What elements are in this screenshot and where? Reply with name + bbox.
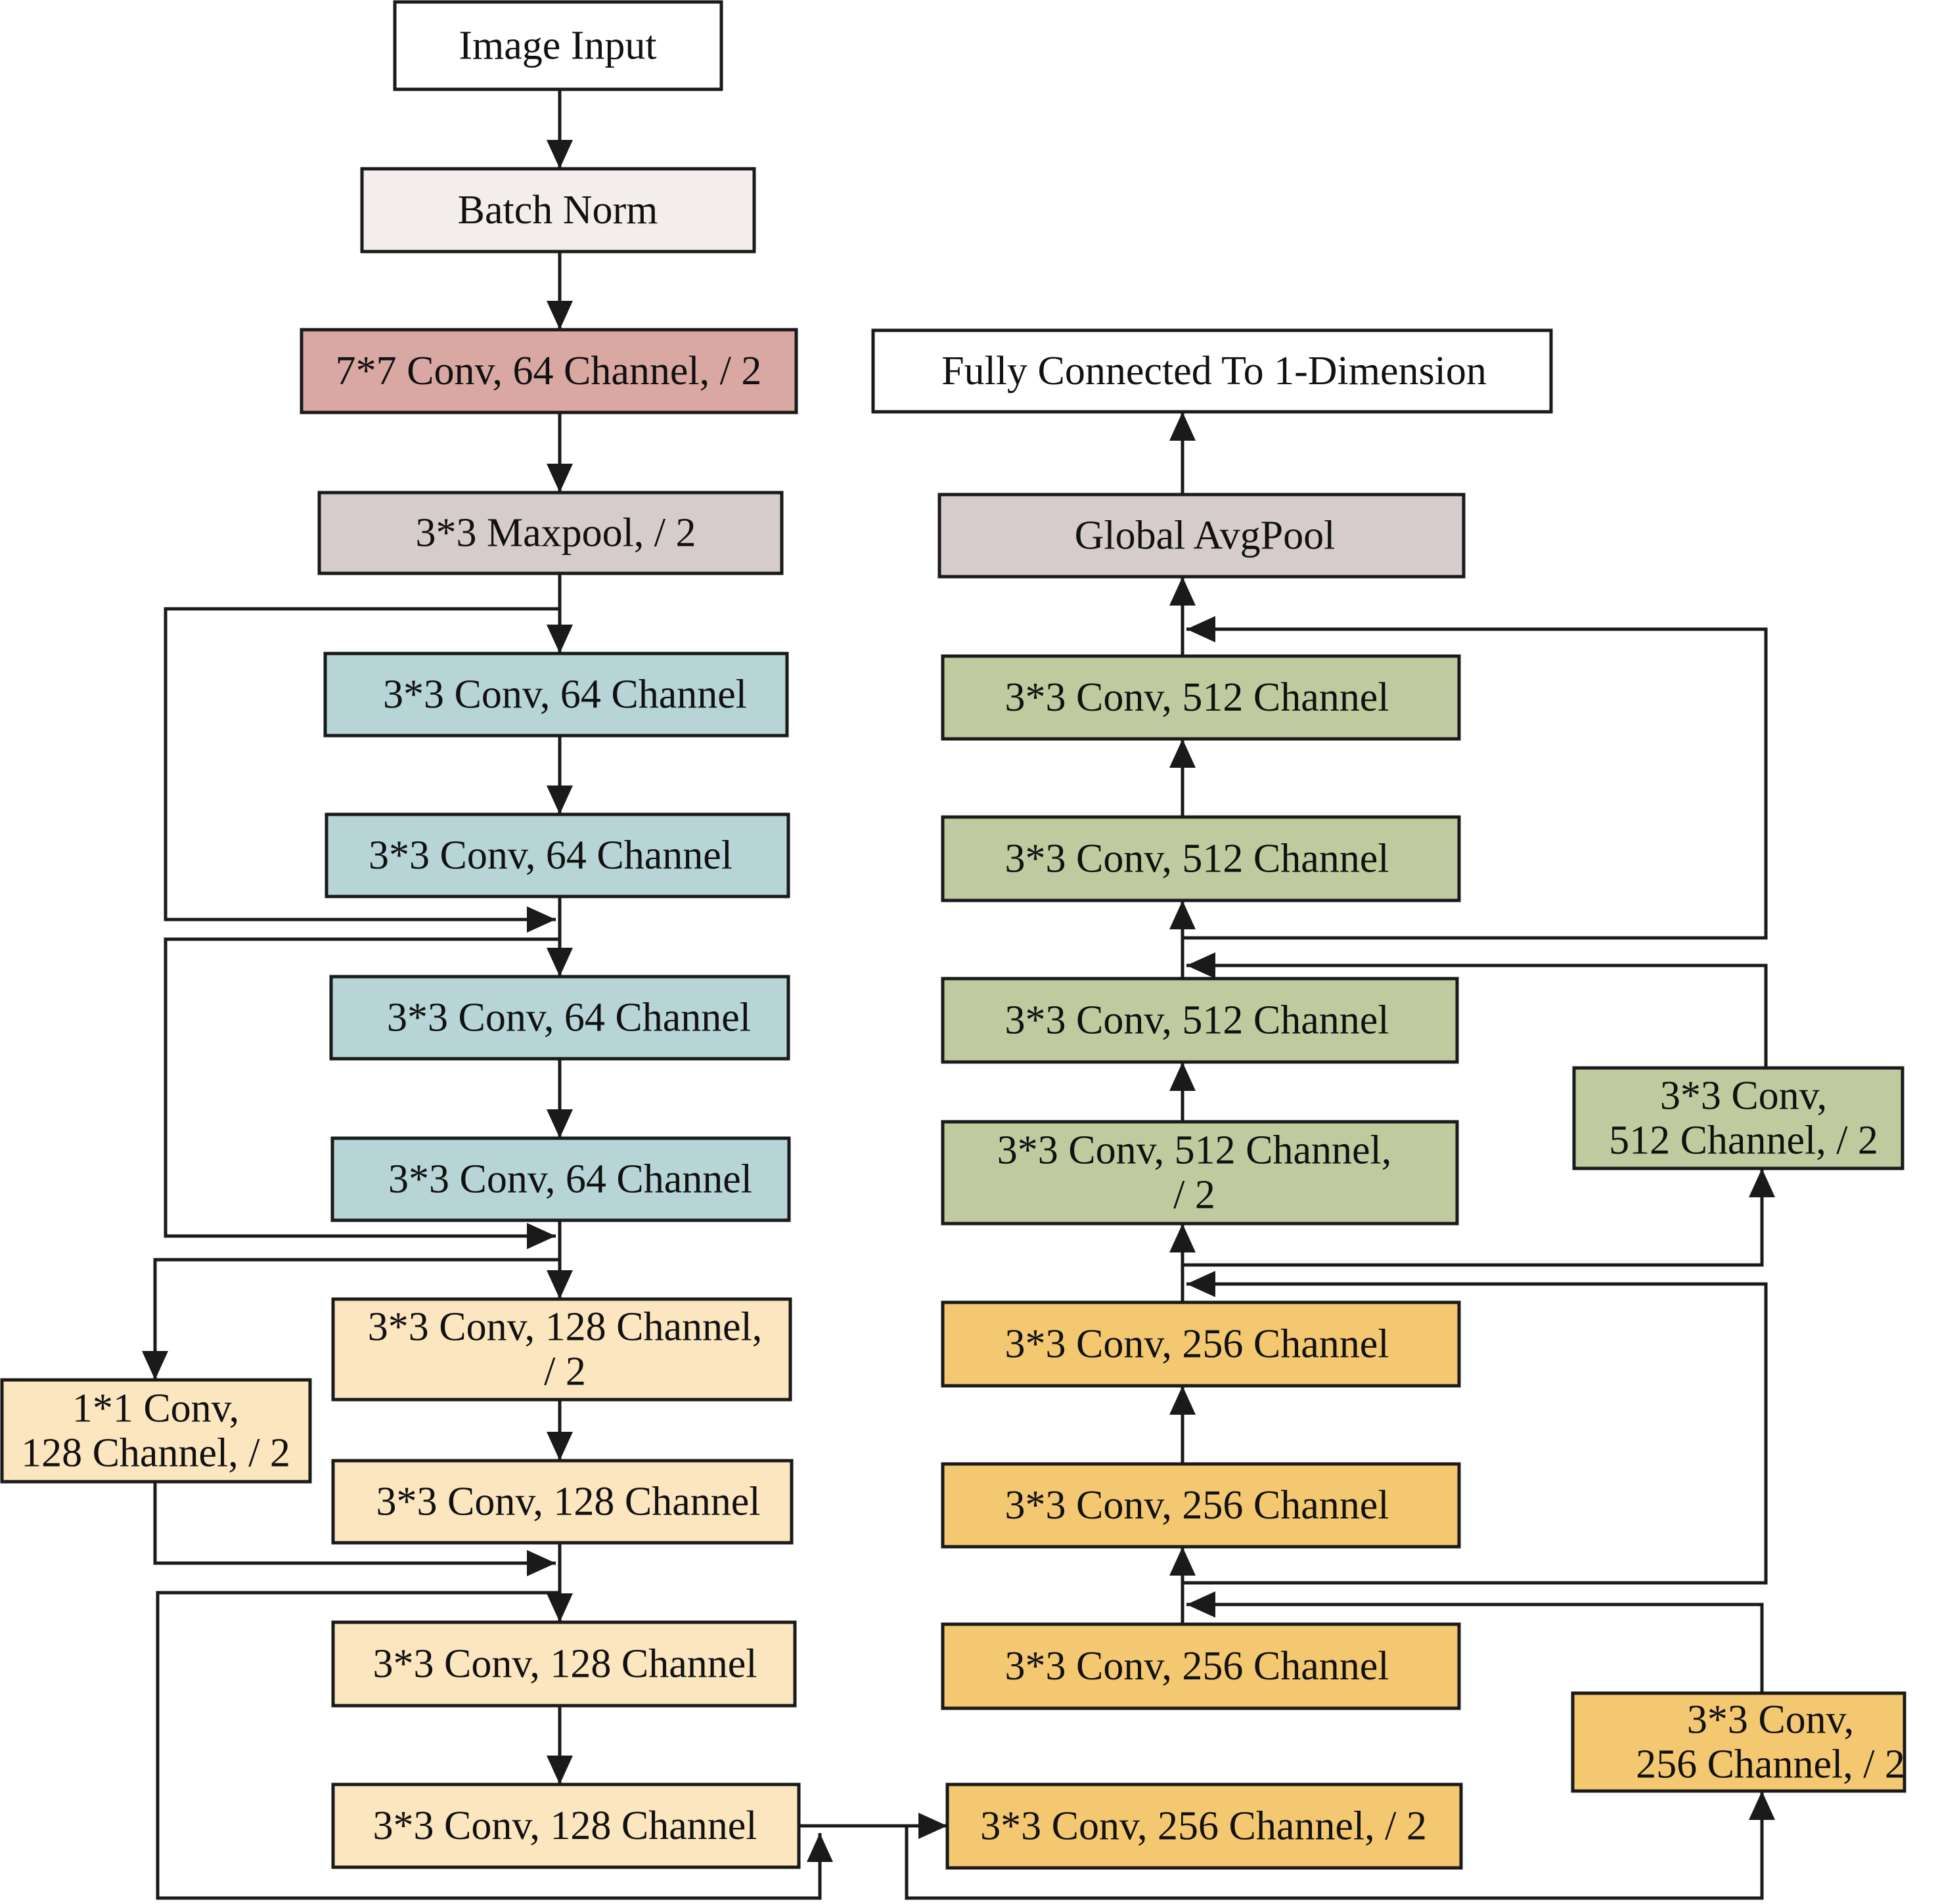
conv512-2-box: [941, 977, 1459, 1064]
maxpool-node: 3*3 Maxpool, / 2: [317, 491, 784, 575]
image-input-node: Image Input: [393, 0, 723, 91]
conv256-4-node: 3*3 Conv, 256 Channel: [941, 1300, 1461, 1388]
conv256-down-label-line-1: 3*3 Conv, 256 Channel, / 2: [980, 1804, 1427, 1849]
conv256-4-box: [941, 1300, 1461, 1388]
fully-connected-node: Fully Connected To 1-Dimension: [871, 328, 1553, 414]
conv256-3-node: 3*3 Conv, 256 Channel: [941, 1462, 1461, 1549]
skip-conv512-block-2: [1181, 616, 1768, 979]
conv128-4-label-line-1: 3*3 Conv, 128 Channel: [373, 1804, 757, 1848]
conv64-1-label-line-1: 3*3 Conv, 64 Channel: [383, 673, 747, 717]
conv256-2-box: [941, 1622, 1461, 1710]
skip-conv128-block-2: [156, 1591, 833, 1900]
batch-norm-node: Batch Norm: [360, 167, 756, 254]
conv256-3-label-line-1: 3*3 Conv, 256 Channel: [1005, 1483, 1389, 1528]
conv64-3-node: 3*3 Conv, 64 Channel: [329, 975, 790, 1061]
shortcut256-label-line-1: 3*3 Conv,: [1687, 1698, 1854, 1742]
conv256-4-label-line-1: 3*3 Conv, 256 Channel: [1005, 1322, 1389, 1367]
shortcut512-label-line-2: 512 Channel, / 2: [1609, 1118, 1878, 1163]
conv256-2-node: 3*3 Conv, 256 Channel: [941, 1622, 1461, 1710]
arrow-shortcut512-to-merge: [1186, 952, 1768, 1068]
conv256-down-box: [945, 1782, 1463, 1870]
batch-norm-label-line-1: Batch Norm: [458, 188, 658, 232]
arrow-shortcut256-to-merge: [1186, 1591, 1764, 1693]
conv7x7-box: [300, 328, 798, 414]
conv512-2-node: 3*3 Conv, 512 Channel: [941, 977, 1459, 1064]
image-input-label-line-1: Image Input: [459, 24, 656, 68]
conv64-4-node: 3*3 Conv, 64 Channel: [330, 1136, 791, 1222]
conv64-1-box: [323, 652, 789, 738]
conv512-2-label-line-1: 3*3 Conv, 512 Channel: [1005, 998, 1389, 1043]
conv128-down-label-line-2: / 2: [544, 1350, 586, 1394]
conv128-2-node: 3*3 Conv, 128 Channel: [331, 1459, 794, 1545]
conv64-3-box: [329, 975, 790, 1061]
conv512-3-box: [941, 815, 1461, 902]
conv128-down-node: 3*3 Conv, 128 Channel,/ 2: [331, 1297, 792, 1402]
conv512-down-box: [941, 1120, 1459, 1226]
conv128-4-box: [331, 1782, 801, 1869]
conv64-4-box: [330, 1136, 791, 1222]
skip-conv256-block-2: [1181, 1271, 1768, 1622]
conv64-1-node: 3*3 Conv, 64 Channel: [323, 652, 789, 738]
conv7x7-node: 7*7 Conv, 64 Channel, / 2: [300, 328, 798, 414]
conv64-2-label-line-1: 3*3 Conv, 64 Channel: [369, 833, 732, 878]
shortcut128-label-line-1: 1*1 Conv,: [72, 1386, 239, 1431]
conv512-down-label-line-2: / 2: [1173, 1173, 1215, 1218]
conv256-3-box: [941, 1462, 1461, 1549]
conv64-2-box: [325, 812, 790, 898]
arrow-to-shortcut512: [1181, 1168, 1775, 1302]
skip-conv64-block-1: [164, 607, 560, 933]
conv128-down-box: [331, 1297, 792, 1402]
maxpool-label-line-1: 3*3 Maxpool, / 2: [415, 511, 696, 556]
conv256-down-node: 3*3 Conv, 256 Channel, / 2: [945, 1782, 1463, 1870]
global-avgpool-label-line-1: Global AvgPool: [1075, 514, 1336, 558]
arrow-to-shortcut256: [905, 1791, 1775, 1900]
conv512-down-node: 3*3 Conv, 512 Channel,/ 2: [941, 1120, 1459, 1226]
image-input-box: [393, 0, 723, 91]
conv128-3-node: 3*3 Conv, 128 Channel: [331, 1620, 797, 1708]
conv7x7-label-line-1: 7*7 Conv, 64 Channel, / 2: [336, 349, 762, 393]
shortcut512-label-line-1: 3*3 Conv,: [1660, 1074, 1827, 1118]
skip-conv64-block-2: [164, 937, 560, 1249]
conv512-4-box: [941, 654, 1461, 741]
conv64-3-label-line-1: 3*3 Conv, 64 Channel: [387, 996, 751, 1040]
shortcut256-label-line-2: 256 Channel, / 2: [1636, 1742, 1905, 1787]
conv128-4-node: 3*3 Conv, 128 Channel: [331, 1782, 801, 1869]
fully-connected-label-line-1: Fully Connected To 1-Dimension: [941, 349, 1487, 393]
conv512-down-label-line-1: 3*3 Conv, 512 Channel,: [997, 1128, 1391, 1173]
arrow-shortcut128-to-merge: [153, 1482, 556, 1576]
conv128-3-box: [331, 1620, 797, 1708]
global-avgpool-node: Global AvgPool: [937, 493, 1466, 579]
conv128-2-label-line-1: 3*3 Conv, 128 Channel: [376, 1480, 761, 1524]
arrow-to-shortcut128: [142, 1258, 560, 1380]
conv512-3-label-line-1: 3*3 Conv, 512 Channel: [1005, 837, 1389, 881]
conv128-down-label-line-1: 3*3 Conv, 128 Channel,: [368, 1305, 762, 1350]
conv128-2-box: [331, 1459, 794, 1545]
global-avgpool-box: [937, 493, 1466, 579]
shortcut512-node: 3*3 Conv,512 Channel, / 2: [1572, 1066, 1904, 1170]
shortcut128-label-line-2: 128 Channel, / 2: [21, 1431, 290, 1476]
shortcut512-box: [1572, 1066, 1904, 1170]
conv256-2-label-line-1: 3*3 Conv, 256 Channel: [1005, 1644, 1389, 1689]
conv512-4-label-line-1: 3*3 Conv, 512 Channel: [1005, 675, 1389, 720]
conv128-3-label-line-1: 3*3 Conv, 128 Channel: [373, 1642, 757, 1687]
shortcut256-box: [1571, 1691, 1906, 1793]
shortcut128-node: 1*1 Conv,128 Channel, / 2: [0, 1378, 312, 1484]
connectors: [142, 89, 1775, 1900]
conv512-3-node: 3*3 Conv, 512 Channel: [941, 815, 1461, 902]
conv64-4-label-line-1: 3*3 Conv, 64 Channel: [388, 1157, 752, 1202]
maxpool-box: [317, 491, 784, 575]
conv512-4-node: 3*3 Conv, 512 Channel: [941, 654, 1461, 741]
fully-connected-box: [871, 328, 1553, 414]
shortcut128-box: [0, 1378, 312, 1484]
conv64-2-node: 3*3 Conv, 64 Channel: [325, 812, 790, 898]
shortcut256-node: 3*3 Conv,256 Channel, / 2: [1571, 1691, 1906, 1793]
batch-norm-box: [360, 167, 756, 254]
